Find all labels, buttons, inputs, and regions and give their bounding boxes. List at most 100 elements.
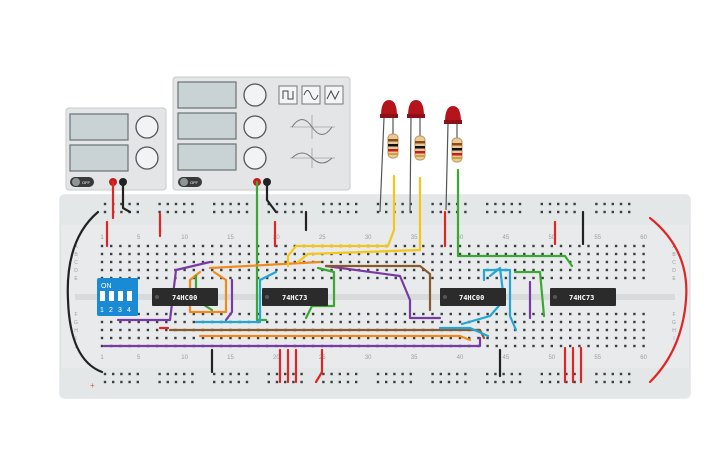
resistor-2[interactable] <box>414 135 426 161</box>
breadboard-hole[interactable] <box>339 336 342 340</box>
red-wire[interactable] <box>648 216 688 384</box>
breadboard-hole[interactable] <box>229 380 232 384</box>
breadboard-hole[interactable] <box>587 268 590 272</box>
breadboard-hole[interactable] <box>440 320 443 324</box>
breadboard-hole[interactable] <box>266 252 269 256</box>
breadboard-hole[interactable] <box>192 252 195 256</box>
power-supply-small[interactable]: OFF <box>65 107 167 191</box>
breadboard-hole[interactable] <box>357 312 361 316</box>
breadboard-hole[interactable] <box>477 312 480 316</box>
breadboard-hole[interactable] <box>510 210 513 214</box>
breadboard-hole[interactable] <box>569 344 572 348</box>
breadboard-hole[interactable] <box>266 260 269 264</box>
breadboard-hole[interactable] <box>245 202 249 206</box>
breadboard-hole[interactable] <box>137 268 140 272</box>
breadboard-hole[interactable] <box>165 268 168 272</box>
breadboard-hole[interactable] <box>477 244 480 248</box>
breadboard-hole[interactable] <box>642 312 645 316</box>
breadboard-hole[interactable] <box>385 380 388 384</box>
breadboard-hole[interactable] <box>565 380 568 384</box>
breadboard-hole[interactable] <box>346 372 350 376</box>
breadboard-hole[interactable] <box>573 210 576 214</box>
breadboard-hole[interactable] <box>595 372 598 376</box>
breadboard-hole[interactable] <box>440 276 443 280</box>
breadboard-hole[interactable] <box>367 312 370 316</box>
breadboard-hole[interactable] <box>468 276 471 280</box>
breadboard-hole[interactable] <box>211 260 214 264</box>
breadboard-hole[interactable] <box>596 336 599 340</box>
breadboard-hole[interactable] <box>275 244 278 248</box>
breadboard-hole[interactable] <box>183 268 186 272</box>
breadboard-hole[interactable] <box>603 380 606 384</box>
breadboard-hole[interactable] <box>464 202 467 206</box>
breadboard-hole[interactable] <box>595 202 598 206</box>
breadboard-hole[interactable] <box>355 380 358 384</box>
breadboard-hole[interactable] <box>137 260 140 264</box>
breadboard-hole[interactable] <box>183 372 186 376</box>
breadboard-hole[interactable] <box>330 320 333 324</box>
breadboard-hole[interactable] <box>302 252 306 256</box>
breadboard-hole[interactable] <box>565 202 568 206</box>
breadboard-hole[interactable] <box>275 260 278 264</box>
breadboard-hole[interactable] <box>614 328 618 332</box>
resistor-3[interactable] <box>451 137 463 163</box>
breadboard-hole[interactable] <box>504 276 508 280</box>
breadboard-hole[interactable] <box>633 244 636 248</box>
breadboard-hole[interactable] <box>339 252 342 256</box>
breadboard-hole[interactable] <box>266 320 269 324</box>
breadboard-hole[interactable] <box>146 312 150 316</box>
breadboard-hole[interactable] <box>275 380 279 384</box>
breadboard-hole[interactable] <box>247 260 251 264</box>
breadboard-hole[interactable] <box>477 268 480 272</box>
breadboard-hole[interactable] <box>201 312 205 316</box>
breadboard-hole[interactable] <box>614 268 618 272</box>
breadboard-hole[interactable] <box>357 260 361 264</box>
breadboard-hole[interactable] <box>513 312 517 316</box>
breadboard-hole[interactable] <box>633 276 636 280</box>
breadboard-hole[interactable] <box>412 312 416 316</box>
breadboard-hole[interactable] <box>192 260 195 264</box>
breadboard-hole[interactable] <box>642 260 645 264</box>
breadboard-hole[interactable] <box>614 252 618 256</box>
breadboard-hole[interactable] <box>513 276 517 280</box>
breadboard-hole[interactable] <box>266 268 269 272</box>
breadboard-hole[interactable] <box>128 328 131 332</box>
breadboard-hole[interactable] <box>532 344 535 348</box>
breadboard-hole[interactable] <box>587 252 590 256</box>
breadboard-hole[interactable] <box>321 276 324 280</box>
green-wire[interactable] <box>255 180 268 322</box>
breadboard-hole[interactable] <box>559 344 563 348</box>
breadboard-hole[interactable] <box>569 244 572 248</box>
breadboard-hole[interactable] <box>155 276 159 280</box>
breadboard-hole[interactable] <box>422 320 425 324</box>
breadboard-hole[interactable] <box>237 380 240 384</box>
breadboard-hole[interactable] <box>267 210 270 214</box>
breadboard-hole[interactable] <box>220 252 223 256</box>
breadboard-hole[interactable] <box>220 260 223 264</box>
breadboard-hole[interactable] <box>166 372 169 376</box>
breadboard-hole[interactable] <box>339 268 342 272</box>
breadboard-hole[interactable] <box>103 210 107 214</box>
breadboard-hole[interactable] <box>619 372 623 376</box>
breadboard-hole[interactable] <box>532 252 535 256</box>
breadboard-hole[interactable] <box>119 336 122 340</box>
breadboard-hole[interactable] <box>322 202 325 206</box>
breadboard-hole[interactable] <box>458 312 462 316</box>
breadboard-hole[interactable] <box>495 344 498 348</box>
breadboard-hole[interactable] <box>557 372 560 376</box>
breadboard-hole[interactable] <box>513 252 517 256</box>
breadboard-hole[interactable] <box>431 202 434 206</box>
breadboard-hole[interactable] <box>619 380 623 384</box>
breadboard-hole[interactable] <box>385 320 388 324</box>
breadboard-hole[interactable] <box>573 372 576 376</box>
breadboard-hole[interactable] <box>541 276 544 280</box>
breadboard-hole[interactable] <box>348 252 352 256</box>
led-1[interactable] <box>379 100 398 213</box>
breadboard-hole[interactable] <box>504 320 508 324</box>
cyan-wire[interactable] <box>482 268 518 332</box>
breadboard-hole[interactable] <box>300 372 303 376</box>
breadboard-hole[interactable] <box>605 336 609 340</box>
breadboard-hole[interactable] <box>523 276 526 280</box>
breadboard-hole[interactable] <box>174 372 178 376</box>
breadboard-hole[interactable] <box>137 336 140 340</box>
